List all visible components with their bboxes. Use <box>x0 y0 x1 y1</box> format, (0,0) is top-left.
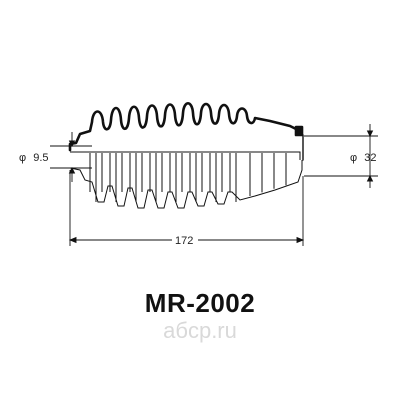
part-number: MR-2002 <box>144 288 256 318</box>
section-bottom-profile <box>69 160 303 209</box>
left-diameter-symbol: φ <box>19 152 26 164</box>
right-diameter-value: 32 <box>364 152 376 164</box>
boot-outline <box>68 101 304 161</box>
right-diameter-dimension <box>304 124 378 188</box>
large-collar <box>294 125 304 137</box>
section-top-line <box>70 151 301 160</box>
length-label: 172 <box>175 235 193 247</box>
left-diameter-label: φ 9.5 <box>19 152 49 164</box>
watermark: aбcp.ru <box>163 318 237 343</box>
boot-section <box>69 151 303 209</box>
left-diameter-dimension <box>50 132 92 182</box>
boot-top-profile <box>68 101 302 152</box>
length-label-bg <box>172 232 198 246</box>
right-diameter-symbol: φ <box>350 152 357 164</box>
right-diameter-label: φ 32 <box>350 152 376 164</box>
section-ribs <box>89 153 287 202</box>
left-diameter-value: 9.5 <box>33 152 48 164</box>
